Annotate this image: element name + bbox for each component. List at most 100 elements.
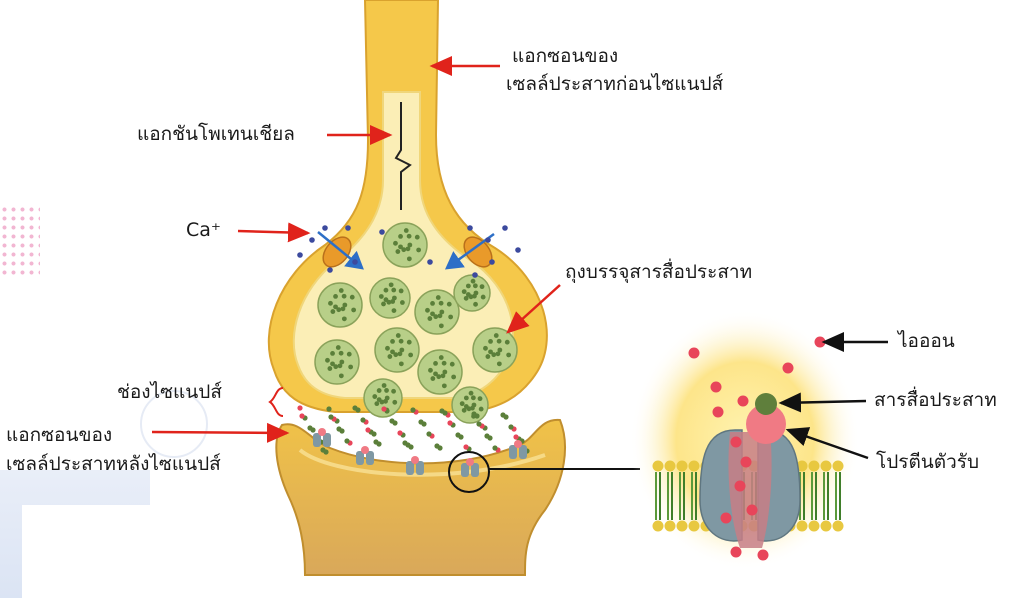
calcium-ion-dot — [309, 237, 315, 243]
neurotransmitter-dot — [471, 411, 477, 417]
black-arrows — [778, 332, 888, 460]
red-arrows — [151, 56, 561, 443]
vesicle — [314, 339, 360, 385]
neurotransmitter-dot — [513, 434, 519, 440]
neurotransmitter-dot — [381, 406, 387, 412]
synaptic-cleft-label: ช่องไซแนปส์ — [117, 381, 222, 403]
receptor — [356, 446, 374, 465]
calcium-ion-dot — [352, 259, 358, 265]
lipid-head — [688, 460, 700, 472]
vesicle-label: ถุงบรรจุสารสื่อประสาท — [565, 261, 753, 283]
lipid-head — [796, 520, 808, 532]
neurotransmitter-dot — [344, 438, 350, 444]
vesicle — [451, 386, 489, 424]
calcium-ion-dot — [345, 225, 351, 231]
calcium-ion-dot — [427, 259, 433, 265]
lipid-head — [832, 460, 844, 472]
presynaptic-axon-label-line2: เซลล์ประสาทก่อนไซแนปส์ — [506, 73, 724, 95]
vesicle — [453, 274, 491, 312]
cleft-neurotransmitters — [297, 405, 530, 455]
ion-dot — [734, 480, 746, 492]
neurotransmitter-dot — [397, 430, 403, 436]
neurotransmitter-dot — [447, 420, 453, 426]
lipid-head — [676, 520, 688, 532]
calcium-ion-dot — [467, 225, 473, 231]
vesicle — [369, 277, 411, 319]
receptor-protein-label: โปรตีนตัวรับ — [876, 451, 980, 473]
vesicle — [317, 282, 363, 328]
neurotransmitter-dot — [299, 413, 305, 419]
ion-dot — [757, 549, 769, 561]
vesicle — [414, 289, 460, 335]
neurotransmitter-dot — [402, 440, 408, 446]
calcium-ion-dot — [379, 229, 385, 235]
calcium-ions — [297, 225, 521, 278]
neurotransmitter-dot — [373, 439, 379, 445]
zoom-circle — [448, 451, 490, 493]
cleft-bracket — [268, 387, 284, 417]
calcium-ion-dot — [472, 272, 478, 278]
neurotransmitter-dot — [426, 431, 432, 437]
receptor — [509, 440, 527, 459]
ion-dot — [740, 456, 752, 468]
vesicle — [472, 327, 518, 373]
ion-dot — [730, 546, 742, 558]
ion-dot — [730, 436, 742, 448]
postsynaptic-axon-label-line2: เซลล์ประสาทหลังไซแนปส์ — [6, 453, 221, 475]
lipid-head — [652, 520, 664, 532]
neurotransmitter-dot — [455, 432, 461, 438]
lipid-head — [664, 520, 676, 532]
lipid-head — [796, 460, 808, 472]
calcium-ion-dot — [515, 247, 521, 253]
postsynaptic-axon-label-line1: แอกซอนของ — [6, 424, 113, 446]
ion-dot — [688, 347, 700, 359]
calcium-ion-label: Ca⁺ — [186, 219, 221, 241]
calcium-ion-dot — [297, 252, 303, 258]
neurotransmitter-dot — [307, 425, 313, 431]
neurotransmitter-dot — [320, 447, 326, 453]
calcium-ion-dot — [485, 237, 491, 243]
action-potential-line — [394, 102, 412, 210]
zoom-panel — [630, 310, 860, 570]
presynaptic-axon-label-line1: แอกซอนของ — [512, 45, 619, 67]
neurotransmitter-dot — [328, 414, 334, 420]
neurotransmitter-dot — [410, 407, 416, 413]
neurotransmitter-dot — [336, 426, 342, 432]
calcium-ion-dot — [322, 225, 328, 231]
postsynaptic-terminal — [275, 418, 566, 576]
ion-dot — [712, 406, 724, 418]
lipid-head — [820, 460, 832, 472]
ion-label: ไอออน — [898, 330, 955, 352]
neurotransmitter-dot — [439, 408, 445, 414]
vesicle-group — [314, 222, 518, 424]
lipid-head — [808, 520, 820, 532]
vesicle — [374, 327, 420, 373]
lipid-head — [652, 460, 664, 472]
lipid-head — [808, 460, 820, 472]
lipid-head — [676, 460, 688, 472]
receptor — [313, 428, 331, 447]
neurotransmitter-dot — [434, 443, 440, 449]
receptor — [461, 458, 479, 477]
ion-dot — [746, 504, 758, 516]
neurotransmitter-dot — [389, 418, 395, 424]
ion-dot — [720, 512, 732, 524]
vesicle — [417, 349, 463, 395]
neurotransmitter-dot — [476, 421, 482, 427]
neurotransmitter-dot — [326, 406, 332, 412]
vesicle — [382, 222, 428, 268]
lipid-head — [820, 520, 832, 532]
neurotransmitter-dot — [484, 433, 490, 439]
lipid-head — [832, 520, 844, 532]
ion-dot — [710, 381, 722, 393]
neurotransmitter-dot — [418, 419, 424, 425]
neurotransmitter-label: สารสื่อประสาท — [874, 389, 997, 411]
decorative-dots — [0, 205, 40, 275]
neurotransmitter-dot — [297, 405, 303, 411]
neurotransmitter-dot — [463, 444, 469, 450]
ion-dot — [782, 362, 794, 374]
ion-dot — [737, 395, 749, 407]
neurotransmitter-dot — [500, 412, 506, 418]
